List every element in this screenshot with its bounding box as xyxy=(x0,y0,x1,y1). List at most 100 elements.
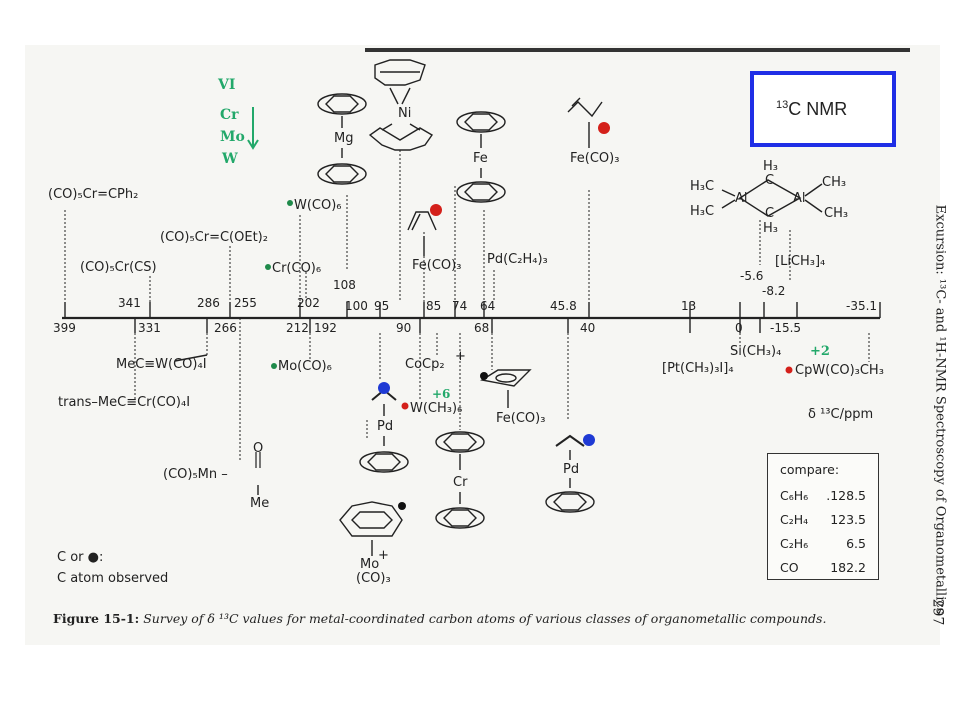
label-pd-c2h4: Pd(C₂H₄)₃ xyxy=(487,252,548,267)
cp-inner-mg-bottom xyxy=(325,165,359,183)
label-mo-charge: + xyxy=(378,548,389,563)
tick-255: 255 xyxy=(234,296,257,310)
tick-40: 40 xyxy=(580,321,596,335)
tick-minus-8-2: -8.2 xyxy=(762,284,786,298)
green-annot-plus2: +2 xyxy=(810,344,830,359)
label-mg: Mg xyxy=(334,131,354,146)
al-h3c-bottom: H₃C xyxy=(690,204,715,219)
compare-row-value: .128.5 xyxy=(826,488,866,503)
label-cr-cph2: (CO)₅Cr=CPh₂ xyxy=(48,187,139,202)
label-ni: Ni xyxy=(398,106,412,121)
cp-ring-mg-top xyxy=(317,93,367,115)
tick-45-8: 45.8 xyxy=(550,299,577,313)
red-dot-diene xyxy=(430,204,442,216)
label-lich3: [LiCH₃]₄ xyxy=(775,254,826,269)
al-bridge-h3-bottom: H₃ xyxy=(763,221,778,236)
al-h3c-top: H₃C xyxy=(690,179,715,194)
compare-row-name: C₂H₆ xyxy=(780,536,809,551)
label-trans-mecr: trans–MeC≡Cr(CO)₄I xyxy=(58,395,191,410)
label-cr-coet: (CO)₅Cr=C(OEt)₂ xyxy=(160,230,268,245)
label-fe: Fe xyxy=(473,151,488,166)
tick-100: 100 xyxy=(345,299,368,313)
title-box: 13C NMR xyxy=(750,71,896,147)
al-left: Al xyxy=(735,191,748,206)
arrow-mecw xyxy=(174,354,208,362)
cp-inner-mg-top xyxy=(325,95,359,113)
cycloheptatrienyl-ring xyxy=(339,501,403,537)
al-bridge-c-top: C xyxy=(765,173,775,188)
butadiene-ligand xyxy=(567,101,603,118)
compare-row-name: C₂H₄ xyxy=(780,512,809,527)
cod-ring-top xyxy=(374,59,426,86)
label-cocp2: CoCp₂ xyxy=(405,357,445,372)
tick-0: 0 xyxy=(735,321,743,335)
tick-minus-15-5: -15.5 xyxy=(770,321,802,335)
tick-64: 64 xyxy=(480,299,496,313)
al-bridge-h3-top: H₃ xyxy=(763,159,778,174)
compare-row-value: 6.5 xyxy=(846,536,866,551)
blue-dot-allyl-pd2 xyxy=(583,434,595,446)
cb-ring xyxy=(480,369,532,387)
leader-lines xyxy=(64,150,870,460)
tick-13: 13 xyxy=(681,299,697,313)
tick-74: 74 xyxy=(452,299,468,313)
label-o: O xyxy=(253,441,264,456)
tick-266: 266 xyxy=(214,321,237,335)
label-cpw: CpW(CO)₃CH₃ xyxy=(795,363,884,378)
label-w-co6: W(CO)₆ xyxy=(294,198,342,213)
tick-341: 341 xyxy=(118,296,141,310)
tick-331: 331 xyxy=(138,321,161,335)
al-bridge-c-bottom: C xyxy=(765,206,775,221)
legend-text: C atom observed xyxy=(57,571,169,586)
compare-row-name: C₆H₆ xyxy=(780,488,809,503)
al2me6-bridge xyxy=(738,179,802,217)
tick-95: 95 xyxy=(374,299,390,313)
allyl-ligand-pd2 xyxy=(555,434,585,447)
compare-row-value: 123.5 xyxy=(830,512,866,527)
diene-ligand-85 xyxy=(407,211,437,231)
label-pd-2: Pd xyxy=(563,462,580,477)
green-annot-plus6: +6 xyxy=(432,387,451,401)
tick-192: 192 xyxy=(314,321,337,335)
label-si: Si(CH₃)₄ xyxy=(730,344,782,359)
label-pt: [Pt(CH₃)₃I]₄ xyxy=(662,361,734,376)
al-ch3-top: CH₃ xyxy=(822,175,847,190)
label-fe-co3-68: Fe(CO)₃ xyxy=(496,411,546,426)
label-me: Me xyxy=(250,496,270,511)
tick-202: 202 xyxy=(297,296,320,310)
green-dot-wco6 xyxy=(287,200,293,206)
compare-header: compare: xyxy=(780,462,840,477)
slide-title: 13C NMR xyxy=(776,99,848,119)
tick-108: 108 xyxy=(333,278,356,292)
label-cr-cs: (CO)₅Cr(CS) xyxy=(80,260,157,275)
label-mo-plus: Mo xyxy=(360,557,380,572)
compare-row-name: CO xyxy=(780,560,799,575)
label-cr-arene: Cr xyxy=(453,475,468,490)
tick-399: 399 xyxy=(53,321,76,335)
running-header: Excursion: ¹³C- and ¹H-NMR Spectroscopy … xyxy=(932,204,948,615)
cp-ring-mg-bottom xyxy=(317,163,367,185)
metal-mo: Mo xyxy=(220,129,245,145)
figure-caption: Figure 15-1: Survey of δ ¹³C values for … xyxy=(53,611,827,626)
label-w-ch3-6: W(CH₃)₆ xyxy=(410,401,463,416)
group-label: VI xyxy=(218,77,236,93)
top-tick-marks xyxy=(64,302,881,318)
label-cr-co6: Cr(CO)₆ xyxy=(272,261,322,276)
label-fe-co3-85: Fe(CO)₃ xyxy=(412,258,462,273)
al-right: Al xyxy=(793,191,806,206)
metal-w: W xyxy=(222,151,238,167)
label-mecw: MeC≡W(CO)₄I xyxy=(116,357,207,372)
compare-box: compare: C₆H₆ .128.5 C₂H₄ 123.5 C₂H₆ 6.5… xyxy=(767,453,879,580)
tick-90: 90 xyxy=(396,321,412,335)
page-number: 297 xyxy=(929,598,946,626)
label-mn: (CO)₅Mn – xyxy=(163,467,228,482)
label-pd-1: Pd xyxy=(377,419,394,434)
legend-symbol: C or ●: xyxy=(57,550,104,565)
label-mo-co6: Mo(CO)₆ xyxy=(278,359,332,374)
tick-68: 68 xyxy=(474,321,490,335)
tick-minus-5-6: -5.6 xyxy=(740,269,764,283)
label-fe-co3-butadiene: Fe(CO)₃ xyxy=(570,151,620,166)
al-ch3-bottom: CH₃ xyxy=(824,206,849,221)
compare-row-value: 182.2 xyxy=(830,560,866,575)
